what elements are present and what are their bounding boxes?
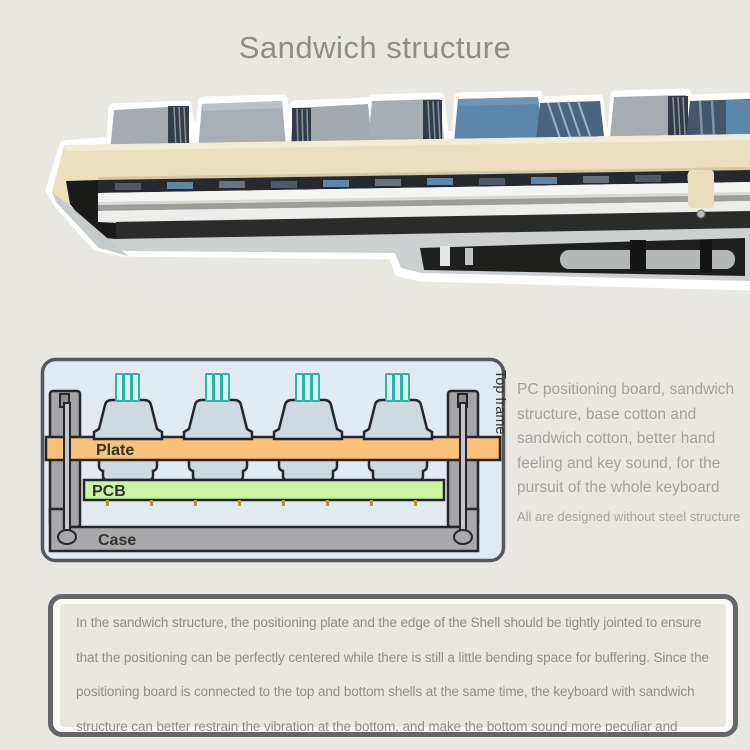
frame-screws [57,402,473,545]
top-case-layer [52,134,750,206]
side-note-main: PC positioning board, sandwich structure… [517,381,735,496]
footer-note-text: In the sandwich structure, the positioni… [76,615,709,734]
keycaps-group [110,95,750,152]
switch-cavity-layer [98,170,750,193]
diagram-label-pcb: PCB [92,483,126,500]
foam-layer [52,180,750,256]
pcb-layer [82,478,446,506]
structure-diagram: Plate PCB Case Top frame [40,357,506,563]
switch-bottom-housings [97,457,429,482]
side-note-sub: All are designed without steel structure [517,508,741,524]
screw-boss [688,170,714,219]
diagram-label-case: Case [98,532,136,549]
diagram-label-plate: Plate [96,442,134,459]
inner-layers [98,182,750,222]
diagram-label-top-frame: Top frame [492,370,506,434]
side-note: PC positioning board, sandwich structure… [517,378,747,524]
keyboard-cutaway-render [45,88,750,291]
switch-top-housings [92,398,434,441]
switch-stems [115,373,410,402]
footer-note-box: In the sandwich structure, the positioni… [48,594,738,737]
page-title: Sandwich structure [238,30,512,65]
footer-note-panel: In the sandwich structure, the positioni… [60,604,726,734]
